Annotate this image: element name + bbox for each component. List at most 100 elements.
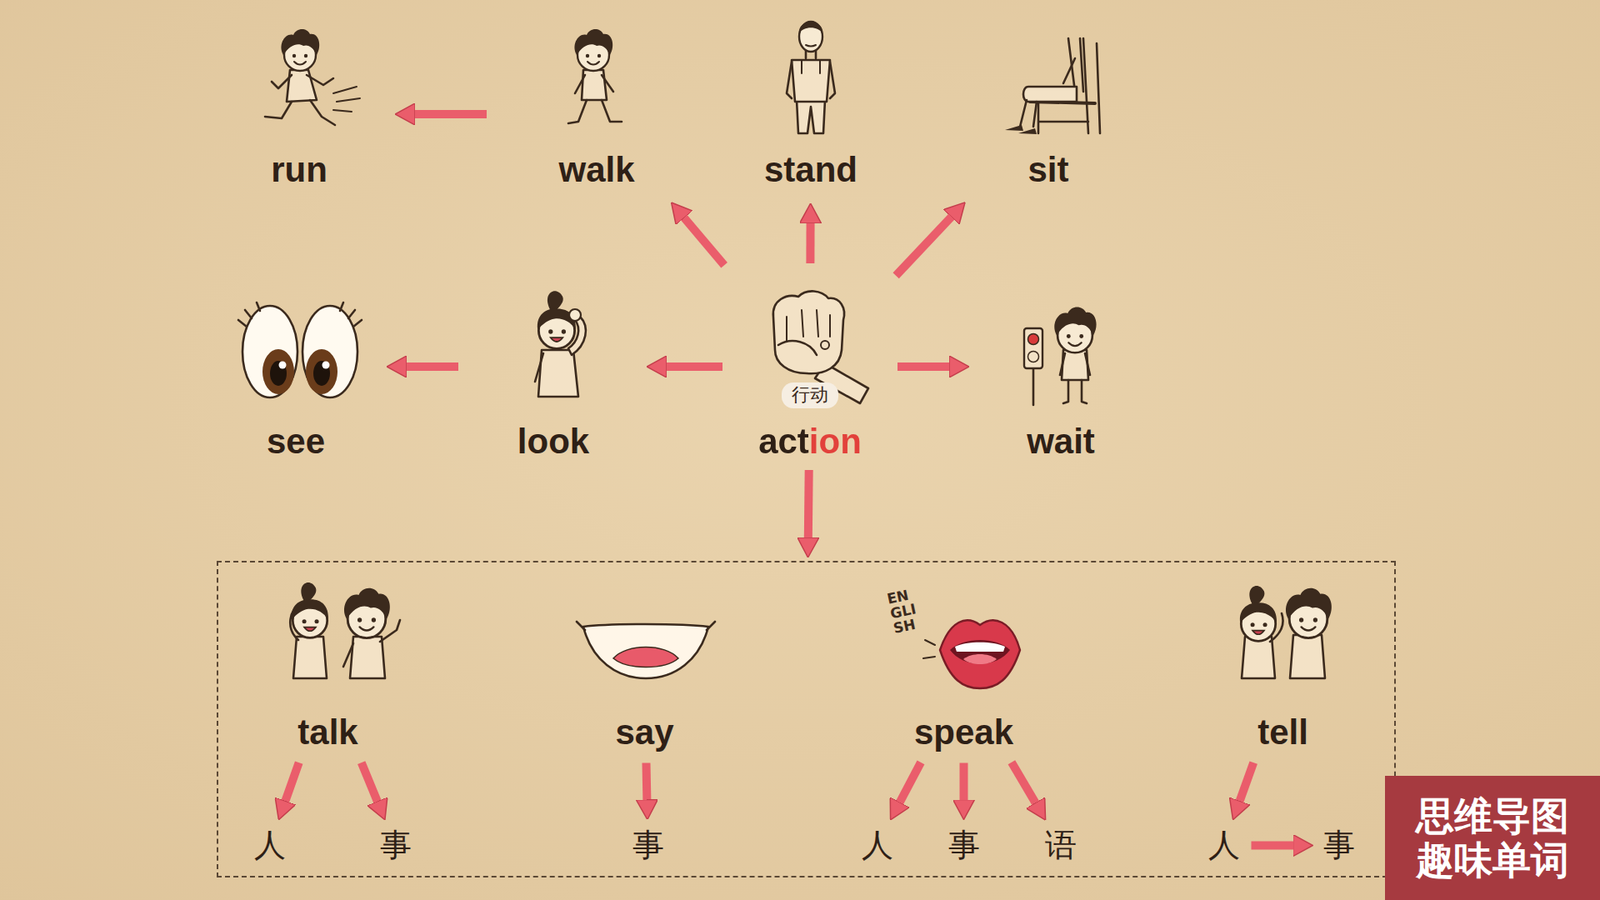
arrow-connector	[960, 763, 969, 802]
run-figure	[265, 29, 360, 125]
talk-figure	[344, 588, 390, 639]
word-node: stand	[744, 28, 878, 200]
word-label: tell	[1257, 712, 1309, 753]
word-node: wait	[972, 268, 1150, 465]
char-label: 事	[1323, 826, 1355, 865]
speak-lips	[950, 640, 1010, 665]
say-mouth	[576, 621, 715, 630]
sit-figure	[1083, 38, 1100, 134]
eyes-figure	[279, 361, 287, 370]
look-figure	[535, 290, 586, 397]
word-node: walk	[491, 28, 702, 200]
fist-figure	[778, 340, 817, 355]
speak-lips	[955, 642, 1005, 652]
tell-figure	[1240, 585, 1277, 641]
stand-figure	[799, 22, 823, 35]
arrow-connector	[1251, 841, 1295, 850]
watermark: 思维导图 趣味单词	[1409, 794, 1576, 883]
arrow-connector	[641, 762, 651, 801]
char-node: 事	[1316, 823, 1362, 869]
look-figure	[568, 316, 586, 355]
arrow-connector	[1011, 762, 1037, 805]
char-label: 事	[632, 826, 665, 865]
char-node: 人	[247, 823, 293, 869]
look-figure	[537, 290, 576, 349]
char-node: 事	[941, 823, 987, 869]
run-figure	[310, 100, 335, 125]
center-node: 行动action	[727, 268, 893, 465]
stand-figure	[799, 21, 823, 52]
run-figure	[271, 75, 292, 89]
look-figure	[569, 309, 581, 321]
arrow-connector	[361, 762, 379, 803]
eyes-figure	[262, 349, 295, 395]
arrow-connector	[895, 215, 953, 276]
tell-figure	[1240, 585, 1332, 679]
sit-figure	[1038, 103, 1089, 134]
speak-lips	[923, 620, 1020, 689]
talk-figure	[350, 636, 385, 679]
fist-figure	[820, 340, 830, 350]
char-node: 事	[625, 823, 671, 869]
arrow-connector	[804, 470, 814, 540]
word-node: see	[208, 268, 384, 465]
char-node: 语	[1038, 823, 1084, 869]
run-figure	[281, 29, 320, 71]
wait-figure	[1060, 353, 1090, 375]
word-label: run	[270, 150, 328, 190]
word-node: tell	[1208, 604, 1359, 759]
word-node: talk	[253, 604, 404, 759]
word-node: look	[463, 268, 644, 465]
word-label: stand	[764, 150, 858, 190]
walk-figure	[575, 29, 614, 71]
char-node: 人	[1201, 823, 1247, 869]
arrow-connector	[805, 221, 815, 264]
word-label: wait	[1026, 421, 1095, 462]
speak-lips	[963, 654, 997, 665]
word-label: look	[517, 421, 590, 462]
walk-figure	[601, 75, 614, 92]
word-node: sit	[956, 28, 1140, 200]
wait-figure	[1024, 306, 1097, 405]
stand-figure	[830, 61, 835, 99]
word-label: speak	[914, 712, 1014, 753]
sound-letters: ENGLISH	[885, 586, 923, 636]
stand-figure	[796, 100, 825, 134]
word-node: run	[206, 28, 392, 200]
fist-figure	[786, 310, 830, 342]
eyes-figure	[313, 360, 330, 386]
look-figure	[535, 353, 544, 382]
char-label: 人	[861, 826, 894, 865]
eyes-figure	[302, 305, 358, 398]
sit-figure	[1063, 58, 1075, 84]
eyes-figure	[242, 305, 298, 398]
word-node: say	[570, 604, 720, 759]
watermark-panel: 思维导图 趣味单词	[1385, 775, 1600, 900]
word-label: sit	[1027, 150, 1069, 190]
word-label: talk	[297, 712, 358, 753]
talk-figure	[343, 643, 354, 667]
arrow-connector	[405, 362, 459, 371]
sound-letters-panel: ENGLISH	[885, 585, 935, 666]
tell-figure	[1241, 636, 1275, 679]
speak-lips	[923, 640, 935, 659]
wait-figure	[1028, 351, 1040, 363]
word-label: action	[758, 421, 862, 462]
char-label: 语	[1045, 826, 1077, 865]
run-figure	[333, 86, 360, 112]
wait-figure	[1063, 380, 1087, 404]
say-mouth	[576, 621, 715, 679]
walk-figure	[568, 29, 622, 124]
arrow-connector	[897, 362, 951, 371]
talk-figure	[290, 605, 300, 640]
talk-figure	[290, 582, 400, 679]
run-figure	[306, 75, 334, 85]
arrow-connector	[1239, 762, 1254, 803]
stand-figure	[786, 61, 792, 99]
talk-figure	[291, 582, 329, 638]
eyes-figure	[270, 360, 287, 386]
word-label: see	[266, 421, 325, 462]
stand-figure	[801, 60, 820, 74]
